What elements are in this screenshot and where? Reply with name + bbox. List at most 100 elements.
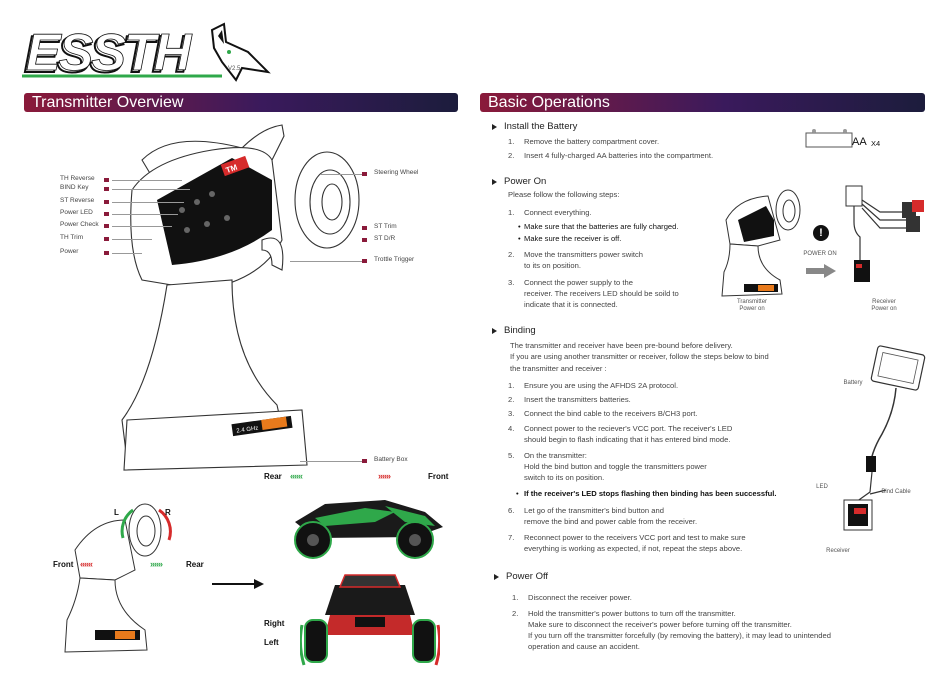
binding-step-2: Insert the transmitters batteries. — [524, 395, 631, 404]
car-side-image — [294, 500, 443, 559]
left-label: Left — [264, 638, 279, 647]
callout-marker — [362, 172, 367, 176]
callout-marker — [104, 237, 109, 241]
binding-step-5b: Hold the bind button and toggle the tran… — [524, 462, 707, 471]
step-number: 7. — [508, 533, 515, 542]
power-on-step-3a: Connect the power supply to the — [524, 278, 633, 287]
binding-intro-3: the transmitter and receiver : — [510, 364, 607, 373]
power-on-step-1: Connect everything. — [524, 208, 592, 217]
power-on-heading: Power On — [504, 176, 547, 187]
step-number: 5. — [508, 451, 515, 460]
power-on-transmitter-icon — [721, 189, 801, 297]
power-on-bullet-1: • — [518, 222, 521, 231]
step-number: 2. — [508, 395, 515, 404]
arrow-right-icon — [806, 264, 836, 278]
front-label-small: Front — [53, 560, 74, 569]
binding-step-5a: On the transmitter: — [524, 451, 587, 460]
callout-line — [112, 180, 182, 181]
callout-line — [300, 461, 362, 462]
rear-label: Rear — [264, 472, 282, 481]
binding-intro-2: If you are using another transmitter or … — [510, 352, 769, 361]
front-chevrons: ‹‹‹‹‹‹ — [80, 559, 93, 569]
binding-heading: Binding — [504, 325, 536, 336]
bind-key-label: BIND Key — [60, 184, 89, 191]
receiver-diagram-label: Receiver — [826, 548, 850, 554]
receiver-wiring-icon — [845, 185, 924, 282]
th-trim-label: TH Trim — [60, 234, 84, 241]
binding-step-6a: Let go of the transmitter's bind button … — [524, 506, 664, 515]
battery-type-label: AA — [852, 136, 867, 148]
steering-wheel-label: Steering Wheel — [374, 169, 419, 176]
tx-power-on-label-1: Transmitter — [736, 299, 768, 305]
step-number: 6. — [508, 506, 515, 515]
step-number: 1. — [508, 137, 515, 146]
aa-battery-icon — [805, 129, 853, 148]
install-step-2: Insert 4 fully-charged AA batteries into… — [524, 151, 714, 160]
step-number: 2. — [508, 151, 515, 160]
callout-marker — [104, 178, 109, 182]
binding-diagram — [843, 345, 926, 531]
bullet-arrow-icon — [492, 179, 497, 185]
power-off-step-1: Disconnect the receiver power. — [528, 593, 632, 602]
step-number: 2. — [512, 609, 519, 618]
power-off-heading: Power Off — [506, 571, 549, 582]
front-chevrons-car: ›››››› — [378, 471, 391, 481]
svg-text:V2.5: V2.5 — [228, 66, 241, 72]
callout-line — [112, 239, 152, 240]
step-number: 1. — [512, 593, 519, 602]
warning-icon: ! — [813, 225, 829, 241]
binding-step-6b: remove the bind and power cable from the… — [524, 517, 698, 526]
callout-line — [320, 174, 362, 175]
callout-marker — [362, 459, 367, 463]
install-step-1: Remove the battery compartment cover. — [524, 137, 660, 146]
callout-line — [112, 226, 172, 227]
binding-step-3: Connect the bind cable to the receivers … — [524, 409, 698, 418]
steer-left-label: L — [114, 508, 119, 517]
transmitter-overview-header: Transmitter Overview — [24, 93, 458, 112]
st-trim-label: ST Trim — [374, 223, 397, 230]
binding-note-bullet: • — [516, 489, 519, 498]
callout-line — [112, 253, 142, 254]
power-on-diagram-label: POWER ON — [803, 251, 837, 257]
binding-intro-1: The transmitter and receiver have been p… — [510, 341, 733, 350]
power-on-step-3b: receiver. The receivers LED should be so… — [524, 289, 679, 298]
power-on-intro: Please follow the following steps: — [508, 190, 620, 199]
binding-step-7a: Reconnect power to the receivers VCC por… — [524, 533, 746, 542]
step-number: 1. — [508, 381, 515, 390]
basic-operations-header: Basic Operations — [480, 93, 925, 112]
svg-text:ESSTH: ESSTH — [26, 24, 193, 82]
callout-line — [112, 214, 178, 215]
power-off-step-2c: If you turn off the transmitter forceful… — [528, 631, 831, 640]
bullet-arrow-icon — [492, 328, 497, 334]
callout-marker — [104, 200, 109, 204]
power-label: Power — [60, 248, 79, 255]
battery-box-label: Battery Box — [374, 456, 408, 463]
callout-marker — [362, 259, 367, 263]
st-dr-label: ST D/R — [374, 235, 396, 242]
binding-step-4b: should begin to flash indicating that it… — [524, 435, 731, 444]
svg-text:ESSTH: ESSTH — [24, 26, 191, 84]
tx-power-on-label-2: Power on — [739, 306, 765, 312]
small-controller-illustration — [64, 503, 172, 653]
power-on-step-3c: indicate that it is connected. — [524, 300, 618, 309]
power-off-step-2a: Hold the transmitter's power buttons to … — [528, 609, 736, 618]
bind-cable-diagram-label: Bind Cable — [881, 489, 911, 495]
step-number: 3. — [508, 278, 515, 287]
callout-marker — [104, 212, 109, 216]
th-reverse-label: TH Reverse — [60, 175, 95, 182]
rear-chevrons-car: ‹‹‹‹‹‹ — [290, 471, 303, 481]
bullet-arrow-icon — [492, 124, 497, 130]
step-number: 4. — [508, 424, 515, 433]
callout-line — [112, 202, 184, 203]
callout-marker — [362, 238, 367, 242]
power-off-step-2d: operation and cause an accident. — [528, 642, 640, 651]
rear-label-small: Rear — [186, 560, 204, 569]
car-front-image — [300, 574, 440, 666]
callout-line — [290, 261, 362, 262]
binding-note: If the receiver's LED stops flashing the… — [524, 489, 777, 498]
svg-text:2.4 GHz: 2.4 GHz — [236, 426, 259, 435]
power-off-step-2b: Make sure to disconnect the receiver's p… — [528, 620, 792, 629]
battery-diagram-label: Battery — [843, 380, 863, 386]
binding-step-4a: Connect power to the reciever's VCC port… — [524, 424, 733, 433]
step-number: 2. — [508, 250, 515, 259]
